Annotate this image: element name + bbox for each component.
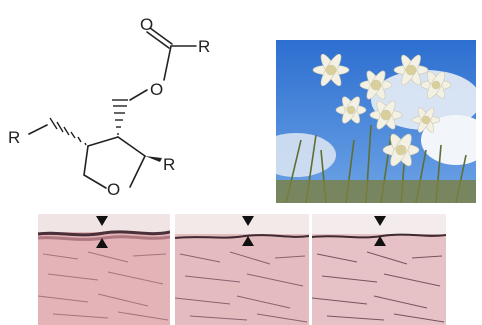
tissue-section-2 [175,214,309,325]
thickness-marker-icon [242,216,254,246]
ring-r-group-label: R [163,155,175,174]
thickness-marker-icon [374,216,386,246]
hashed-bond-ester [112,99,128,135]
hashed-bond-side [49,117,87,146]
side-chain-r-group-label: R [8,128,20,147]
ring-oxygen-label: O [107,180,120,199]
acyl-r-group-label: R [198,37,210,56]
chemical-structure: O R O R R O [8,15,210,199]
tissue-section-1 [38,214,170,325]
tissue-section-3 [312,214,446,325]
ester-oxygen-label: O [150,80,163,99]
edelweiss-photo [276,40,476,203]
carbonyl-oxygen-label: O [140,15,153,34]
thickness-marker-icon [96,216,108,248]
